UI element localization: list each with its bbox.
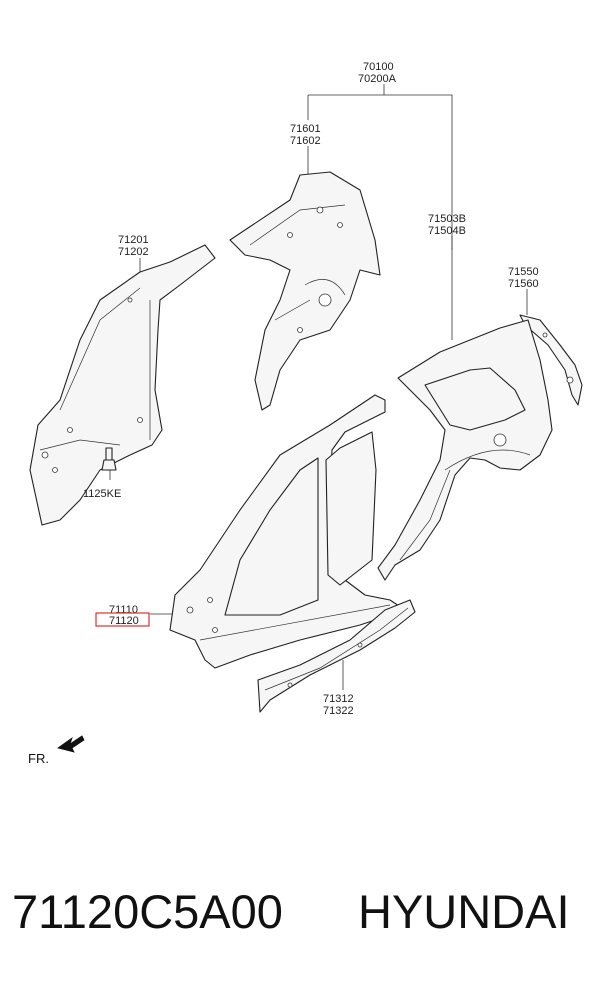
quarter-outer-part bbox=[377, 319, 553, 581]
label-sill-a: 71312 bbox=[323, 693, 354, 705]
label-sill-b: 71322 bbox=[323, 705, 354, 717]
label-pillar-b: 71202 bbox=[118, 246, 149, 258]
brand-caption: HYUNDAI bbox=[358, 885, 570, 938]
label-quarter-outer-b: 71504B bbox=[428, 225, 466, 237]
label-bracket-a: 71550 bbox=[508, 266, 539, 278]
quarter-inner-part bbox=[229, 171, 381, 411]
label-quarter-inner-a: 71601 bbox=[290, 123, 321, 135]
pillar-part bbox=[29, 244, 216, 526]
bolt-part bbox=[101, 447, 117, 471]
side-outer-part bbox=[169, 394, 406, 669]
front-indicator-label: FR. bbox=[28, 751, 49, 766]
sill-part bbox=[257, 599, 416, 713]
label-bracket-b: 71560 bbox=[508, 278, 539, 290]
label-side-outer-b: 71120 bbox=[109, 615, 139, 627]
label-assembly-a: 70100 bbox=[363, 61, 394, 73]
label-quarter-inner-b: 71602 bbox=[290, 135, 321, 147]
label-bolt: 1125KE bbox=[83, 488, 121, 500]
label-assembly-b: 70200A bbox=[358, 73, 397, 85]
label-pillar-a: 71201 bbox=[118, 234, 149, 246]
front-direction-arrow-icon bbox=[57, 735, 85, 753]
part-number-caption: 71120C5A00 bbox=[12, 885, 283, 938]
label-quarter-outer-a: 71503B bbox=[428, 213, 466, 225]
highlighted-part-box bbox=[95, 612, 150, 627]
